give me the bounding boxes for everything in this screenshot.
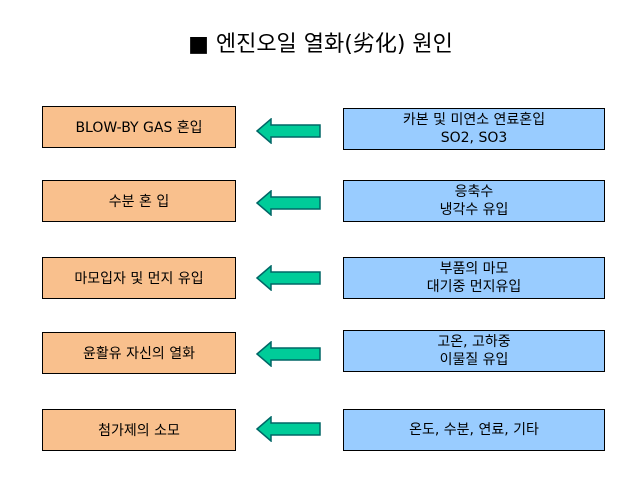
cause-label: 마모입자 및 먼지 유입: [74, 271, 204, 287]
detail-box-additive-depletion: 온도, 수분, 연료, 기타: [343, 409, 605, 451]
detail-line: 카본 및 미연소 연료혼입: [402, 112, 546, 128]
cause-box-oil-self-degradation: 윤활유 자신의 열화: [42, 332, 236, 374]
detail-line: 온도, 수분, 연료, 기타: [409, 422, 539, 438]
left-arrow-icon: [256, 265, 321, 291]
cause-box-additive-depletion: 첨가제의 소모: [42, 409, 236, 451]
left-arrow-icon: [256, 416, 321, 442]
detail-line: SO2, SO3: [440, 130, 508, 146]
left-arrow-icon: [256, 190, 321, 216]
left-arrow-icon: [256, 341, 321, 367]
detail-box-water-ingress: 응축수 냉각수 유입: [343, 180, 605, 222]
cause-box-water-ingress: 수분 혼 입: [42, 180, 236, 222]
left-arrow-icon: [256, 118, 321, 144]
detail-line: 냉각수 유입: [439, 202, 509, 218]
detail-line: 응축수: [454, 184, 494, 200]
cause-label: 첨가제의 소모: [98, 423, 180, 439]
diagram-title: ■ 엔진오일 열화(劣化) 원인: [188, 32, 453, 57]
cause-box-blowby-gas: BLOW-BY GAS 혼입: [42, 106, 236, 148]
detail-line: 부품의 마모: [439, 261, 509, 277]
detail-line: 대기중 먼지유입: [426, 279, 522, 295]
cause-label: BLOW-BY GAS 혼입: [75, 120, 203, 136]
detail-line: 고온, 고하중: [437, 334, 511, 350]
detail-box-wear-particles-dust: 부품의 마모 대기중 먼지유입: [343, 257, 605, 299]
cause-label: 수분 혼 입: [108, 194, 170, 210]
cause-box-wear-particles-dust: 마모입자 및 먼지 유입: [42, 257, 236, 299]
detail-box-oil-self-degradation: 고온, 고하중 이물질 유입: [343, 330, 605, 372]
detail-box-blowby-gas: 카본 및 미연소 연료혼입 SO2, SO3: [343, 108, 605, 150]
detail-line: 이물질 유입: [439, 352, 509, 368]
cause-label: 윤활유 자신의 열화: [83, 346, 195, 362]
